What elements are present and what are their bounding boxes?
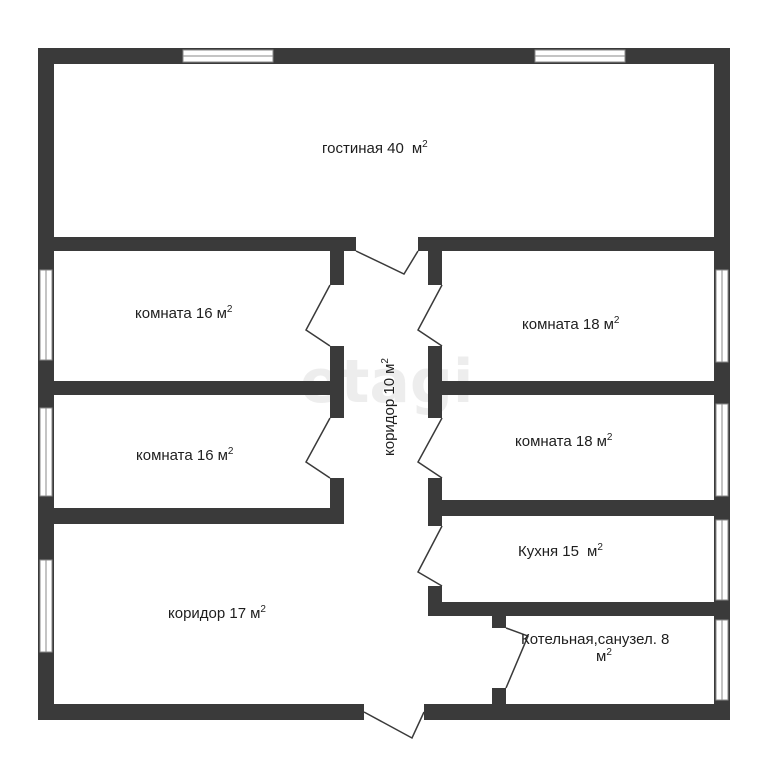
window-right-4 [715,619,729,701]
room-label-boiler: Котельная,санузел. 8 [521,631,669,648]
interior-walls [54,237,714,704]
room-label-boiler-unit: м2 [596,647,612,665]
window-top-left [182,49,274,63]
window-left-2 [39,407,53,497]
window-left-1 [39,269,53,361]
window-right-3 [715,519,729,601]
window-top-right [534,49,626,63]
room-label-corridor: коридор 10м2 [380,358,398,456]
window-right-2 [715,403,729,497]
window-right-1 [715,269,729,363]
doors [305,250,529,740]
window-left-3 [39,559,53,653]
